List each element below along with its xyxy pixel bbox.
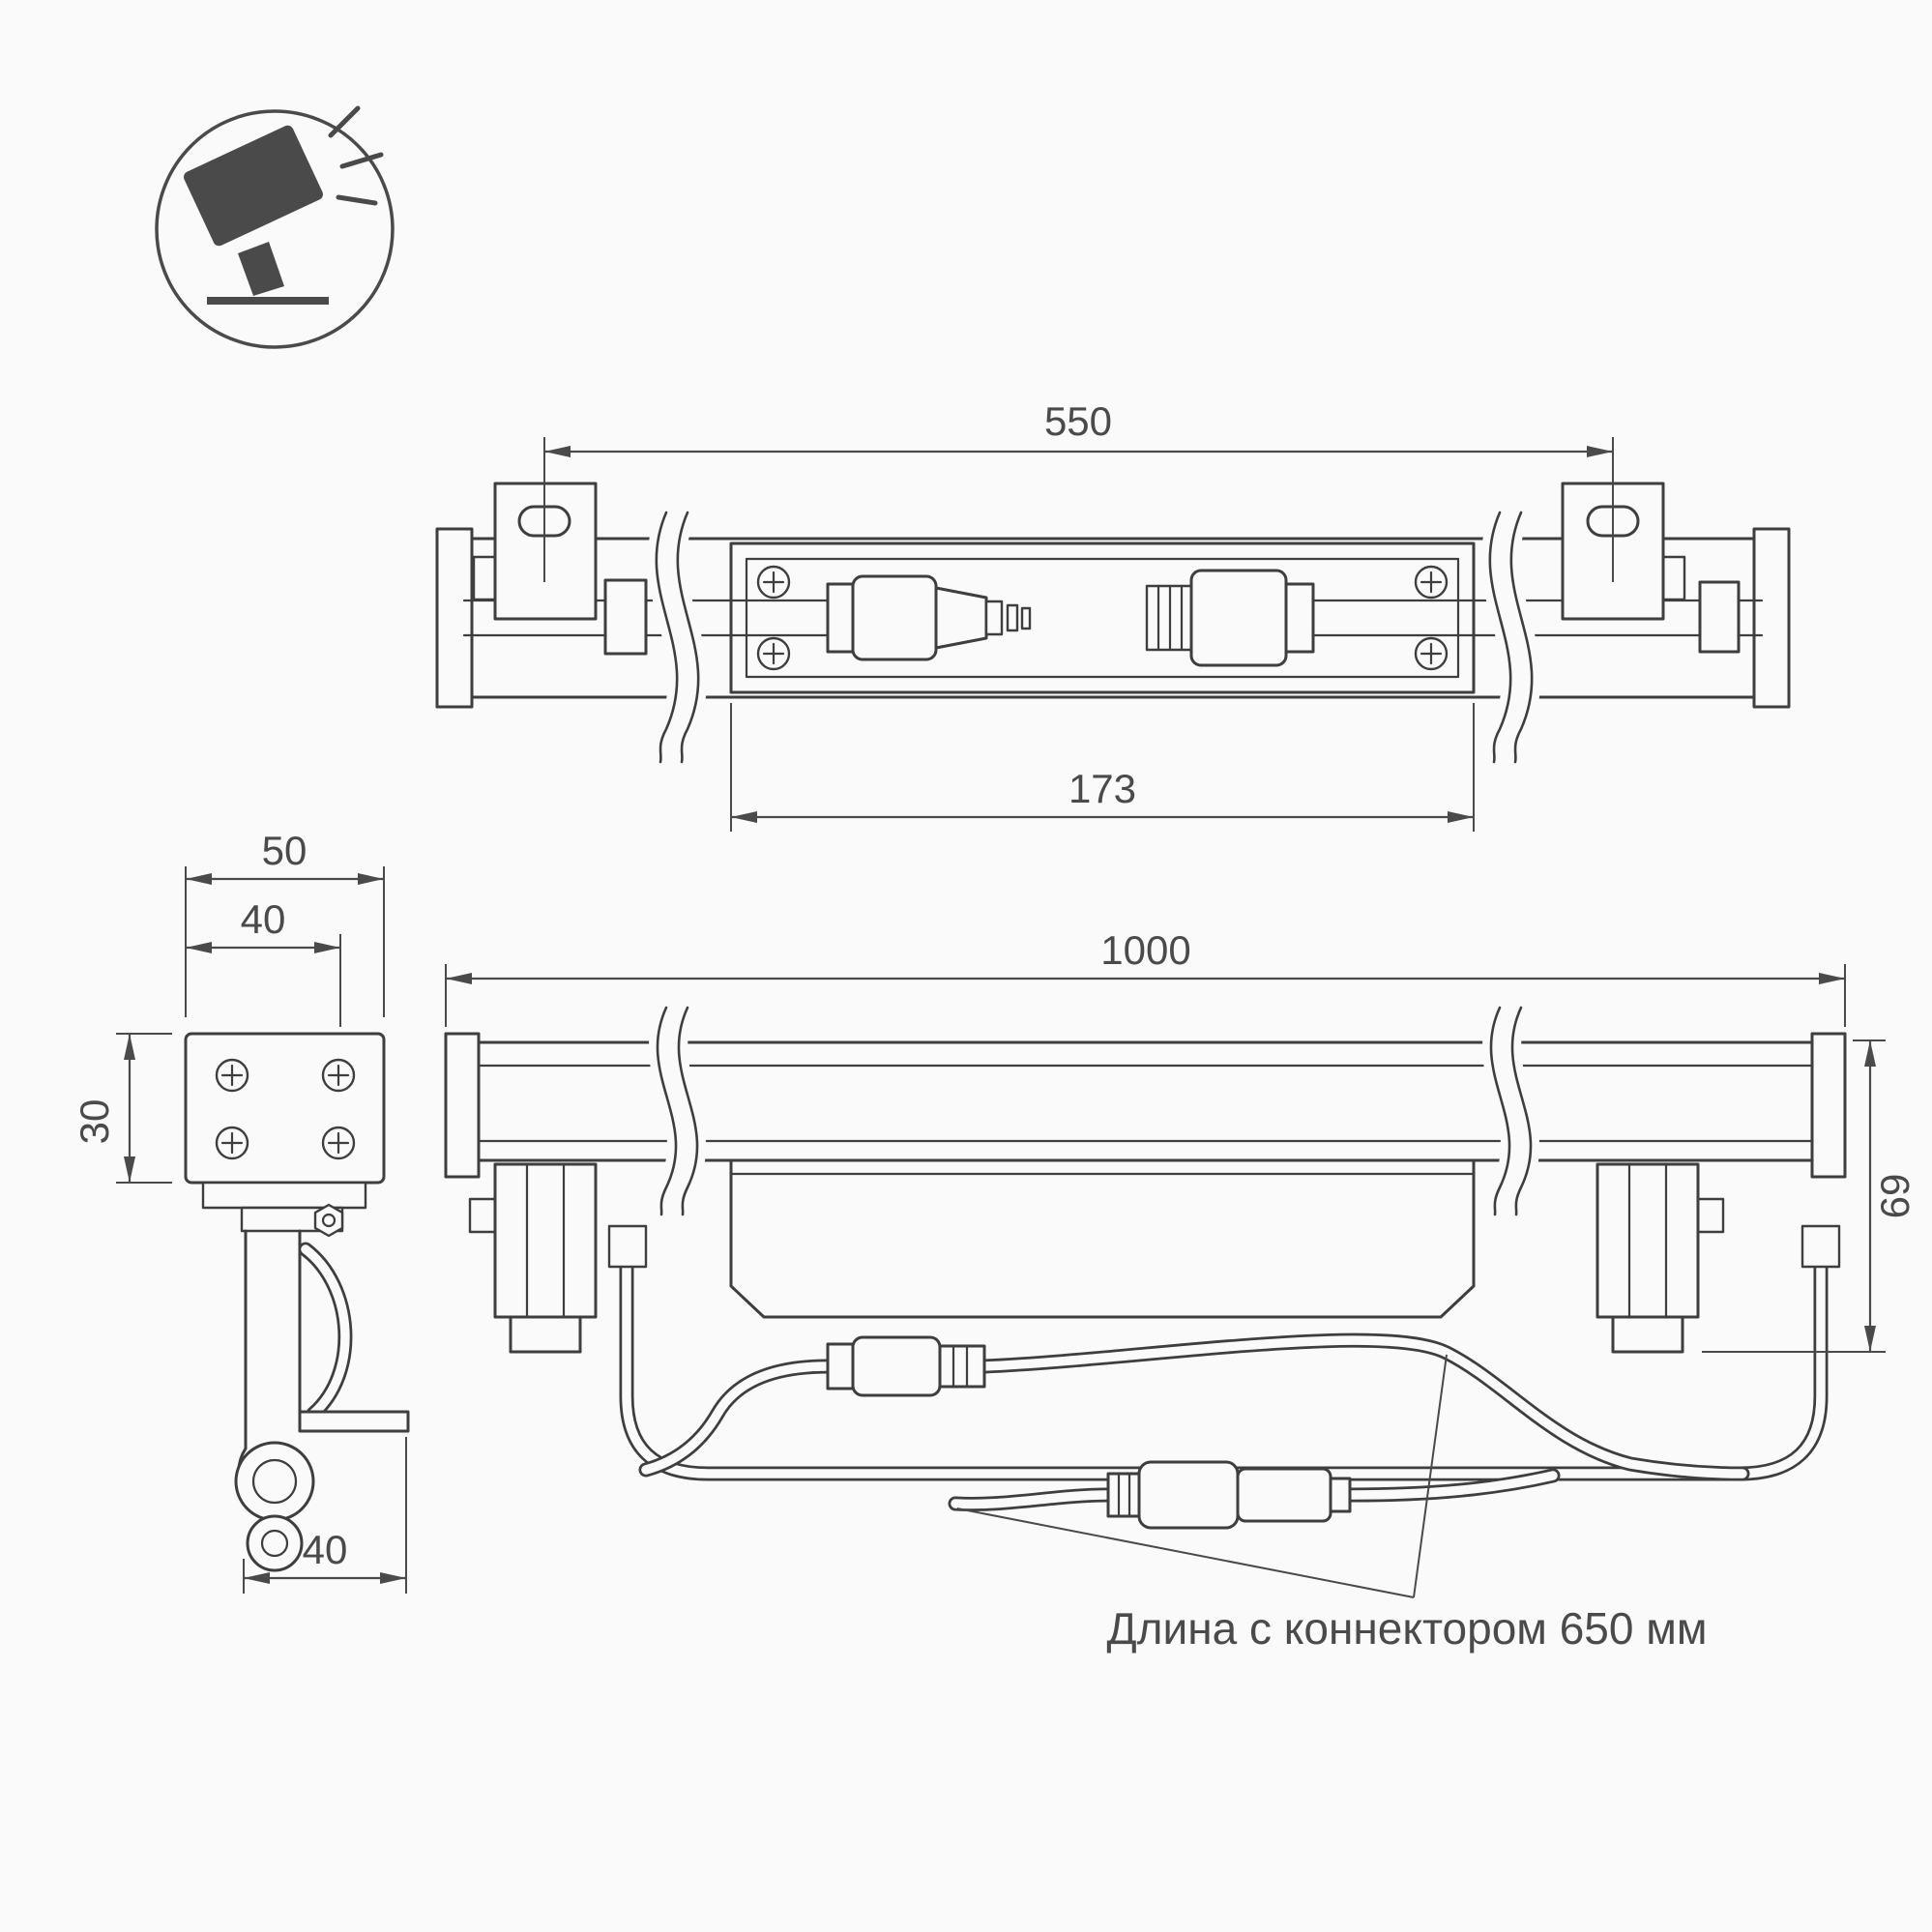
mount-bracket-right-front xyxy=(1595,1162,1725,1354)
dim-50-label: 50 xyxy=(262,828,307,873)
top-view: 550 173 xyxy=(435,398,1791,832)
front-view: 1000 69 Длина с коннектором 650 мм xyxy=(444,927,1917,1654)
dimension-550: 550 xyxy=(543,398,1614,582)
dim-550-label: 550 xyxy=(1044,398,1112,444)
connector-length-note: Длина с коннектором 650 мм xyxy=(1107,1603,1708,1654)
end-view: 50 40 30 40 xyxy=(72,828,410,1594)
front-bar-endcap-right xyxy=(1810,1032,1847,1179)
dim-40-top-label: 40 xyxy=(241,896,286,942)
leader-line xyxy=(956,1508,1415,1598)
connector-plug-male xyxy=(826,574,1032,661)
screw-icon xyxy=(215,1126,249,1160)
cable-gland xyxy=(1698,580,1741,654)
screw-icon xyxy=(1414,636,1449,671)
connector-length-callout: Длина с коннектором 650 мм xyxy=(956,1354,1708,1654)
screw-icon xyxy=(215,1058,249,1093)
wiring-panel xyxy=(729,542,1476,694)
dim-40-bottom-label: 40 xyxy=(303,1527,348,1572)
dimension-30: 30 xyxy=(72,1033,172,1184)
light-rays-icon xyxy=(328,105,384,206)
floodlight-stem-icon xyxy=(238,242,284,296)
floodlight-head-icon xyxy=(184,125,323,247)
arm-end-knob xyxy=(246,1514,304,1572)
pigtail-connector-pair xyxy=(948,1460,1561,1530)
wiring-panel-inner xyxy=(745,557,1460,679)
top-bar-endcap-left xyxy=(435,527,474,709)
cable-gland xyxy=(603,578,648,656)
cable-gland xyxy=(607,1224,648,1269)
dimension-173: 173 xyxy=(730,703,1475,832)
mount-arm xyxy=(234,1229,410,1572)
arm-pivot-knob xyxy=(234,1441,315,1522)
connector-socket-female xyxy=(1145,569,1315,667)
dim-30-label: 30 xyxy=(72,1099,117,1145)
dim-1000-label: 1000 xyxy=(1100,927,1190,973)
end-view-body xyxy=(184,1032,386,1185)
mount-bracket-left-front xyxy=(468,1162,598,1354)
dimension-69: 69 xyxy=(1702,1039,1917,1353)
screw-icon xyxy=(756,636,791,671)
arm-foot xyxy=(298,1410,410,1433)
screw-icon xyxy=(321,1126,356,1160)
end-view-rail xyxy=(201,1181,367,1210)
screw-icon xyxy=(756,565,791,600)
screw-icon xyxy=(1414,565,1449,600)
dim-173-label: 173 xyxy=(1068,766,1136,811)
screw-icon xyxy=(321,1058,356,1093)
inline-connector-pair xyxy=(638,1332,1750,1481)
product-type-icon xyxy=(155,105,395,349)
dim-69-label: 69 xyxy=(1872,1174,1917,1219)
leader-line xyxy=(1413,1354,1448,1598)
dimension-40-top: 40 xyxy=(186,896,341,1027)
cable-gland xyxy=(1800,1224,1841,1269)
top-bar-endcap-right xyxy=(1752,527,1791,709)
dimension-1000: 1000 xyxy=(445,927,1846,1027)
icon-circle xyxy=(155,109,395,349)
wing-bolt xyxy=(313,1203,344,1238)
driver-box xyxy=(729,1158,1476,1319)
dimension-40-bottom: 40 xyxy=(243,1437,407,1594)
front-bar-endcap-left xyxy=(444,1032,481,1179)
